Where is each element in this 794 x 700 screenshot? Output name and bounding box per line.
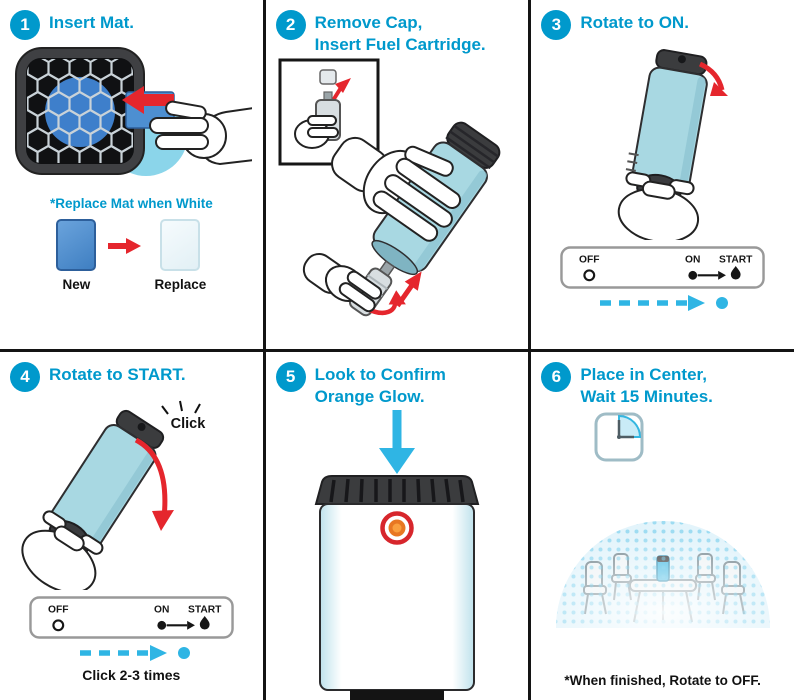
dial-on-marker bbox=[157, 620, 166, 630]
rotate-on-illustration bbox=[617, 49, 728, 240]
dashed-arrow-icon bbox=[599, 295, 728, 311]
finished-note: *When finished, Rotate to OFF. bbox=[564, 673, 761, 688]
click-burst-icon bbox=[161, 400, 202, 415]
replace-mat-swatch bbox=[160, 219, 201, 271]
step-title: Look to Confirm Orange Glow. bbox=[314, 364, 446, 406]
flame-icon bbox=[199, 615, 210, 630]
dial-start-label: START bbox=[188, 604, 222, 615]
orange-glow-illustration bbox=[314, 409, 480, 700]
dial-arrow-icon bbox=[718, 270, 727, 280]
protection-dome bbox=[555, 520, 770, 628]
dial-off-label: OFF bbox=[579, 255, 600, 266]
insert-mat-illustration bbox=[15, 47, 253, 176]
flame-icon bbox=[730, 266, 741, 280]
protection-zone-illustration bbox=[555, 412, 770, 628]
rotate-start-illustration: Click bbox=[21, 400, 207, 590]
step-number-badge: 1 bbox=[10, 10, 40, 40]
dial-arrow-icon bbox=[186, 620, 195, 630]
new-mat-label: New bbox=[62, 277, 91, 292]
arrow-left-icon bbox=[122, 86, 175, 114]
step-title: Rotate to ON. bbox=[580, 13, 689, 32]
step-number-badge: 5 bbox=[275, 361, 306, 392]
mat-swatches: New Replace bbox=[10, 219, 253, 292]
dial-on-label: ON bbox=[154, 604, 169, 615]
glow-ring-annotation bbox=[380, 510, 414, 545]
hand bbox=[372, 145, 462, 242]
hand bbox=[293, 115, 339, 150]
step-title: Place in Center, Wait 15 Minutes. bbox=[580, 364, 713, 406]
dial-off-marker bbox=[52, 618, 65, 631]
dashed-arrow-icon bbox=[80, 644, 191, 661]
replace-mat-label: Replace bbox=[154, 277, 207, 292]
rotate-arrow-icon bbox=[698, 61, 725, 91]
replace-mat-note: *Replace Mat when White bbox=[49, 196, 213, 211]
fuel-cap bbox=[319, 69, 337, 85]
step-number-badge: 4 bbox=[10, 361, 40, 392]
new-mat-swatch bbox=[56, 219, 97, 271]
insert-fuel-illustration bbox=[278, 58, 501, 317]
arrow-up-icon bbox=[334, 78, 351, 94]
dial-indicator: OFF ON START bbox=[29, 595, 234, 639]
insert-arrow-icon bbox=[404, 271, 422, 291]
dial-off-label: OFF bbox=[48, 604, 69, 615]
hand bbox=[617, 171, 699, 240]
timer-icon bbox=[594, 412, 644, 462]
step-number-badge: 6 bbox=[541, 361, 572, 392]
panel-step-1: 1 Insert Mat. bbox=[0, 0, 263, 349]
honeycomb-grill bbox=[27, 59, 134, 163]
panel-step-6: 6 Place in Center, Wait 15 Minutes. bbox=[531, 351, 794, 700]
step-number-badge: 2 bbox=[275, 10, 306, 40]
panel-step-4: 4 Rotate to START. bbox=[0, 351, 263, 700]
step-title: Remove Cap, Insert Fuel Cartridge. bbox=[314, 13, 486, 55]
hand bbox=[302, 253, 383, 313]
progress-dot bbox=[178, 646, 191, 659]
device-front bbox=[314, 474, 480, 700]
down-arrow-icon bbox=[392, 409, 402, 450]
device bbox=[302, 121, 501, 317]
step-number-badge: 3 bbox=[541, 10, 572, 40]
rotate-arrow-icon bbox=[135, 437, 168, 518]
dial-start-label: START bbox=[719, 255, 753, 266]
click-label: Click bbox=[171, 416, 207, 432]
hand bbox=[21, 509, 104, 590]
dial-indicator: OFF ON START bbox=[560, 246, 765, 289]
step-title: Rotate to START. bbox=[49, 364, 186, 384]
panel-step-5: 5 Look to Confirm Orange Glow. bbox=[265, 351, 529, 700]
device bbox=[617, 49, 708, 240]
click-times-caption: Click 2-3 times bbox=[82, 666, 181, 683]
device-base bbox=[349, 689, 444, 700]
device bbox=[21, 409, 165, 590]
progress-dot bbox=[715, 297, 728, 309]
dial-on-label: ON bbox=[685, 255, 700, 266]
step-title: Insert Mat. bbox=[49, 13, 135, 32]
dial-off-marker bbox=[583, 269, 596, 282]
dial-on-marker bbox=[688, 270, 698, 280]
panel-step-2: 2 Remove Cap, Insert Fuel Cartridge. bbox=[265, 0, 529, 349]
hand bbox=[149, 100, 253, 166]
panel-step-3: 3 Rotate to ON. bbox=[531, 0, 794, 349]
arrow-right-icon bbox=[108, 238, 142, 254]
device-top-grill bbox=[314, 474, 480, 505]
